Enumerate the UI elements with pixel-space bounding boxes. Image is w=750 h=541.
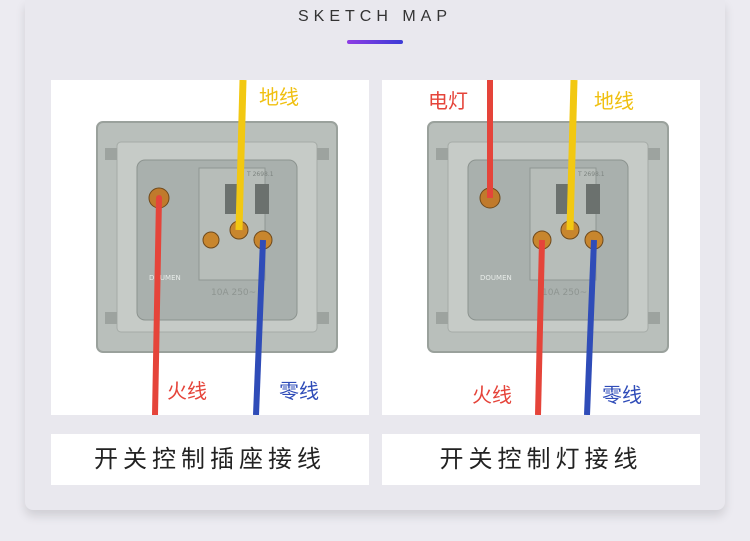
module-rating: 10A 250~ xyxy=(542,288,587,298)
mount-hole xyxy=(105,148,117,160)
live-wire xyxy=(535,239,545,415)
screw-slot xyxy=(556,184,570,214)
mount-hole xyxy=(317,148,329,160)
earth-label: 地线 xyxy=(594,89,634,113)
socket-caption: 开关控制插座接线 xyxy=(51,434,369,485)
earth-label: 地线 xyxy=(259,85,299,109)
module-rating: 10A 250~ xyxy=(211,288,256,298)
mount-hole xyxy=(648,312,660,324)
page-title: SKETCH MAP xyxy=(297,8,452,25)
live-wire xyxy=(152,195,162,415)
socket-wiring-diagram: DOUMEN 10A 250~ T 2698.1 地线 火线 零线 xyxy=(51,80,369,415)
mount-hole xyxy=(317,312,329,324)
screw-slot xyxy=(586,184,600,214)
screw-slot xyxy=(255,184,269,214)
lamp-label: 电灯 xyxy=(428,89,468,113)
terminal-screw xyxy=(202,231,220,249)
mount-hole xyxy=(105,312,117,324)
neutral-label: 零线 xyxy=(279,379,319,403)
lamp-wiring-illustration: DOUMEN 10A 250~ T 2698.1 电灯 地线 火线 零线 xyxy=(427,80,669,415)
mount-hole xyxy=(648,148,660,160)
earth-wire xyxy=(566,80,578,231)
neutral-label: 零线 xyxy=(602,383,642,407)
module-brand: DOUMEN xyxy=(480,274,512,282)
lamp-caption: 开关控制灯接线 xyxy=(382,434,700,485)
mount-hole xyxy=(436,148,448,160)
title-underline xyxy=(347,40,403,44)
mount-hole xyxy=(436,312,448,324)
neutral-wire xyxy=(584,239,597,415)
earth-wire xyxy=(235,80,247,231)
module-brand: DOUMEN xyxy=(149,274,181,282)
live-label: 火线 xyxy=(167,379,207,403)
lamp-wiring-diagram: DOUMEN 10A 250~ T 2698.1 电灯 地线 火线 零线 xyxy=(382,80,700,415)
module-code: T 2698.1 xyxy=(246,171,274,178)
live-label: 火线 xyxy=(472,383,512,407)
screw-slot xyxy=(225,184,239,214)
socket-wiring-illustration: DOUMEN 10A 250~ T 2698.1 地线 火线 零线 xyxy=(96,80,338,415)
module-code: T 2698.1 xyxy=(577,171,605,178)
neutral-wire xyxy=(253,239,266,415)
